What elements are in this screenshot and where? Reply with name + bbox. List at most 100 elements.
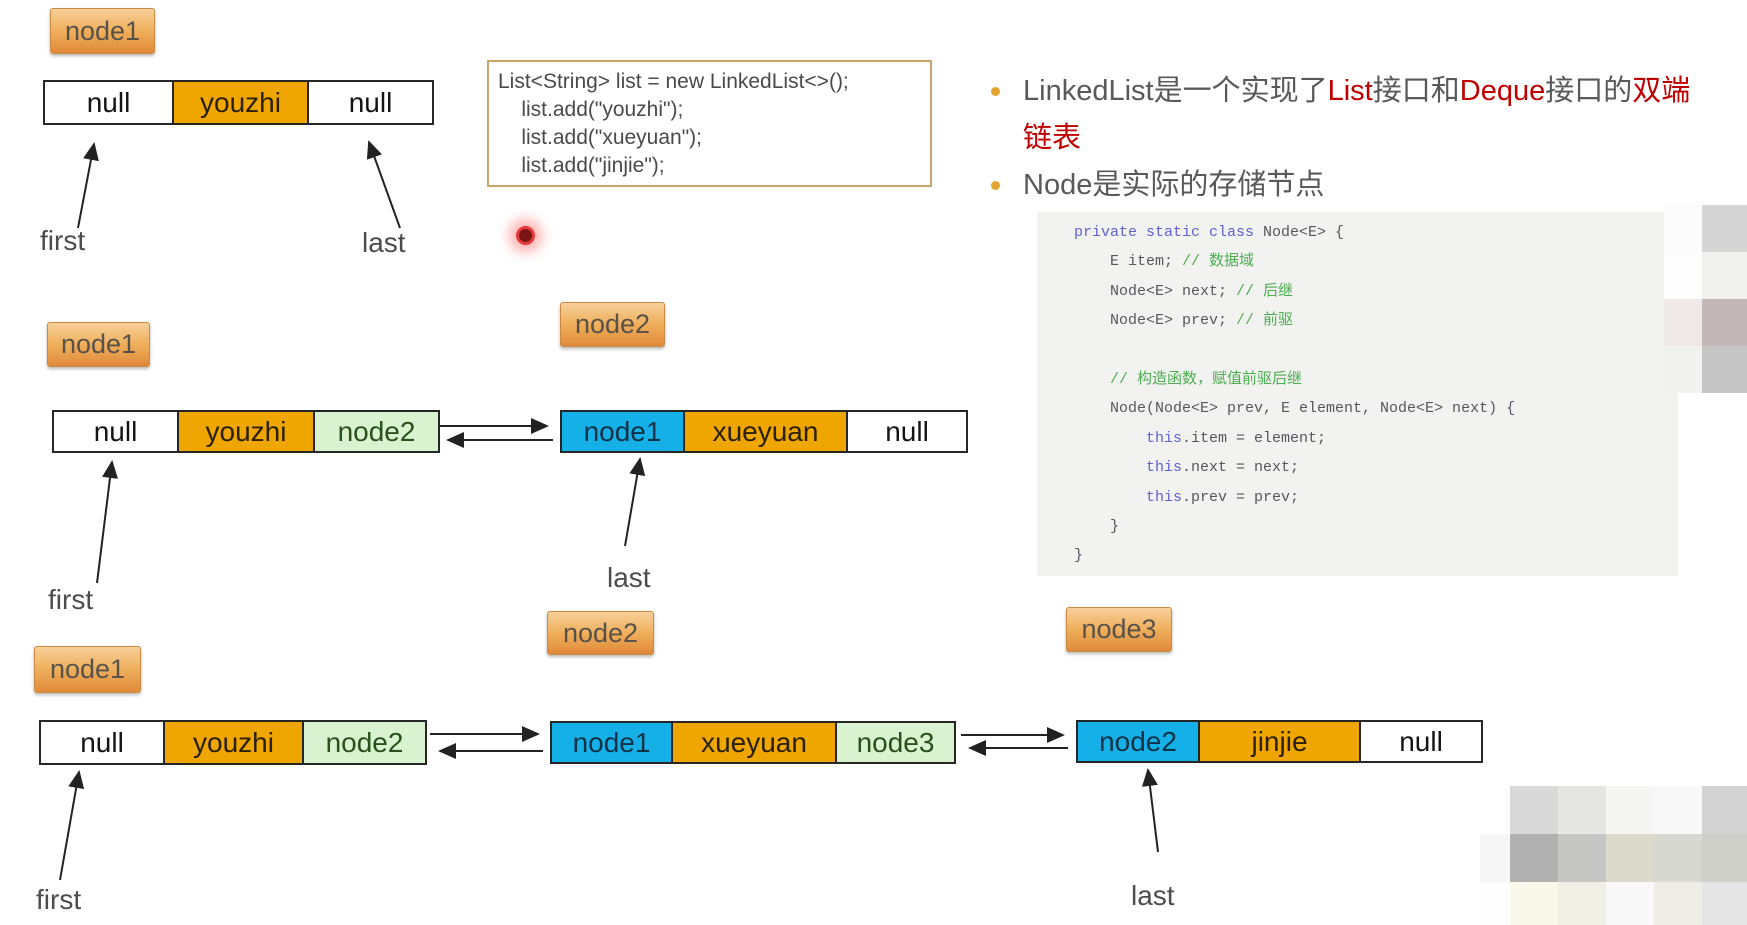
next-cell: node2	[315, 412, 438, 451]
next-cell: null	[309, 82, 432, 123]
node-box-row3-1: null youzhi node2	[39, 720, 427, 765]
bullet-dot-icon	[991, 87, 1000, 96]
arrow-last-row3	[1141, 768, 1159, 853]
mosaic-tile	[1510, 882, 1558, 925]
node3-tag-row3: node3	[1066, 607, 1172, 652]
arrow-first-row3	[59, 770, 85, 881]
code-text: Node<E> prev;	[1074, 312, 1237, 330]
mosaic-tile	[1702, 346, 1747, 393]
code-text	[1074, 459, 1146, 476]
code-box-line: list.add("youzhi");	[498, 98, 684, 121]
bullet-dot-icon	[991, 181, 1000, 190]
code-text: }	[1074, 518, 1120, 536]
next-cell: node3	[837, 723, 954, 762]
mosaic-tile	[1702, 252, 1747, 299]
code-comment: // 后继	[1236, 282, 1294, 300]
next-cell: null	[1361, 722, 1481, 761]
node2-tag-row2: node2	[560, 302, 665, 347]
bullet-text-red: 双端	[1632, 75, 1691, 107]
bullet-text: 接口和	[1372, 75, 1460, 107]
node2-tag-row3: node2	[547, 611, 654, 655]
code-text: }	[1074, 547, 1084, 565]
last-label-row3: last	[1131, 880, 1175, 911]
mosaic-tile	[1654, 834, 1702, 882]
mosaic-tile	[1702, 299, 1747, 346]
bullet-item-linkedlist: LinkedList是一个实现了List接口和Deque接口的双端 链表	[983, 68, 1747, 162]
bullet-text-red: List	[1327, 75, 1373, 107]
last-label-row1: last	[362, 227, 406, 258]
mosaic-tile	[1558, 882, 1606, 925]
item-cell: youzhi	[174, 82, 309, 123]
node-box-row3-2: node1 xueyuan node3	[550, 721, 956, 764]
bullet-item-node: Node是实际的存储节点	[983, 162, 1747, 209]
mosaic-tile	[1480, 786, 1510, 834]
first-label-row2: first	[48, 584, 94, 615]
code-text: Node(Node<E> prev, E element, Node<E> ne…	[1074, 400, 1516, 418]
code-box-line: list.add("xueyuan");	[498, 126, 703, 149]
item-cell: xueyuan	[673, 723, 837, 762]
item-cell: xueyuan	[685, 412, 848, 451]
mosaic-tile	[1664, 346, 1702, 393]
prev-cell: node2	[1078, 722, 1200, 761]
last-label-row2: last	[607, 562, 651, 593]
code-line: }	[1074, 512, 1678, 541]
prev-cell: node1	[552, 723, 673, 762]
node-box-row2-1: null youzhi node2	[52, 410, 440, 453]
mosaic-tile	[1702, 834, 1747, 882]
mosaic-tile	[1664, 252, 1702, 299]
code-line	[1074, 336, 1678, 365]
mosaic-tile	[1558, 786, 1606, 834]
code-line: private static class Node<E> {	[1074, 218, 1678, 247]
mosaic-tile	[1702, 786, 1747, 834]
code-line: this.item = element;	[1074, 424, 1678, 453]
item-cell: youzhi	[165, 722, 304, 763]
code-line: Node(Node<E> prev, E element, Node<E> ne…	[1074, 394, 1678, 423]
code-keyword: this	[1146, 488, 1183, 506]
bullet-text-red: 链表	[1023, 122, 1082, 154]
code-keyword: this	[1146, 429, 1183, 447]
bullet-list: LinkedList是一个实现了List接口和Deque接口的双端 链表 Nod…	[983, 68, 1747, 209]
prev-cell: null	[54, 412, 179, 451]
code-comment: // 前驱	[1236, 312, 1294, 330]
next-cell: null	[848, 412, 966, 451]
arrow-first-row1	[77, 142, 99, 229]
code-text	[1074, 489, 1146, 506]
node1-tag-row2: node1	[47, 322, 150, 367]
code-line: E item; // 数据域	[1074, 247, 1678, 276]
code-text: .prev = prev;	[1182, 488, 1300, 506]
mosaic-tile	[1654, 882, 1702, 925]
java-node-class-code: private static class Node<E> { E item; /…	[1037, 212, 1678, 576]
mosaic-tile	[1606, 882, 1654, 925]
mosaic-tile	[1664, 205, 1702, 252]
code-line: // 构造函数，赋值前驱后继	[1074, 365, 1678, 394]
bullet-text: LinkedList是一个实现了	[1023, 75, 1328, 107]
code-text: Node<E> next;	[1074, 282, 1237, 300]
node1-tag-row3: node1	[34, 646, 141, 693]
item-cell: jinjie	[1200, 722, 1361, 761]
code-line: this.next = next;	[1074, 453, 1678, 482]
code-comment: // 构造函数，赋值前驱后继	[1074, 371, 1303, 389]
code-keyword: this	[1146, 459, 1183, 477]
mosaic-tile	[1510, 786, 1558, 834]
arrow-last-row1	[366, 140, 401, 229]
mosaic-tile	[1606, 834, 1654, 882]
code-box: List<String> list = new LinkedList<>(); …	[487, 60, 932, 187]
mosaic-tile	[1606, 786, 1654, 834]
mosaic-tile	[1510, 834, 1558, 882]
mosaic-tile	[1702, 205, 1747, 252]
code-comment: // 数据域	[1182, 253, 1255, 271]
bullet-text: 接口的	[1545, 75, 1633, 107]
code-text: Node<E> {	[1263, 224, 1345, 241]
bullet-text-red: Deque	[1459, 75, 1546, 107]
mosaic-tile	[1664, 299, 1702, 346]
code-text: E item;	[1074, 253, 1183, 271]
next-cell: node2	[304, 722, 425, 763]
code-line: Node<E> next; // 后继	[1074, 277, 1678, 306]
item-cell: youzhi	[179, 412, 315, 451]
code-box-line: list.add("jinjie");	[498, 154, 665, 177]
code-line: this.prev = prev;	[1074, 483, 1678, 512]
node1-tag-row1: node1	[50, 8, 155, 54]
code-text: .item = element;	[1182, 429, 1327, 447]
code-line: Node<E> prev; // 前驱	[1074, 306, 1678, 335]
